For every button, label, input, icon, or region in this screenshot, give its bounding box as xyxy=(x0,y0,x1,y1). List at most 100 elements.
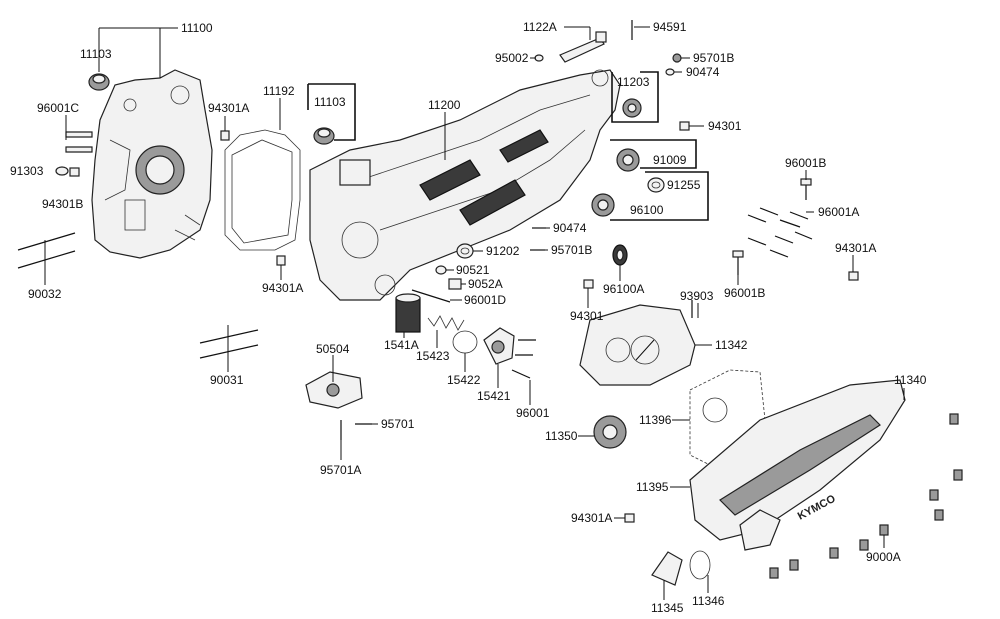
filter-cap-15421 xyxy=(483,327,515,365)
label-90474-top: 90474 xyxy=(686,65,720,79)
label-96001d: 96001D xyxy=(464,293,506,307)
label-91255: 91255 xyxy=(667,178,701,192)
bolt-96001b-lower xyxy=(732,250,744,275)
inner-cover-11342 xyxy=(579,304,696,386)
label-94301b: 94301B xyxy=(42,197,83,211)
label-11340: 11340 xyxy=(894,373,927,387)
washer-91303 xyxy=(55,166,69,176)
label-11396: 11396 xyxy=(639,413,672,427)
bushing-11103-right xyxy=(313,127,335,145)
left-crankcase-half xyxy=(91,69,213,259)
gasket-11192 xyxy=(224,129,301,251)
gasket-11396 xyxy=(689,369,766,471)
label-90032: 90032 xyxy=(28,287,62,301)
cover-bolts-9000a xyxy=(769,413,963,579)
bearing-11203 xyxy=(622,98,642,118)
seal-96100a xyxy=(612,244,628,266)
bracket-50504 xyxy=(305,371,363,409)
label-15423: 15423 xyxy=(416,349,450,363)
label-9000a: 9000A xyxy=(866,550,901,564)
label-94301a-gasket: 94301A xyxy=(262,281,303,295)
bolt-96001d xyxy=(411,289,451,303)
right-crankcase-11200 xyxy=(309,69,621,301)
label-15421: 15421 xyxy=(477,389,511,403)
label-11345: 11345 xyxy=(651,601,684,615)
pin-94301-top xyxy=(679,121,690,131)
clamp-11346 xyxy=(689,550,711,580)
bolt-95701b-top xyxy=(672,53,682,63)
label-91202: 91202 xyxy=(486,244,520,258)
seal-91255 xyxy=(647,177,665,193)
label-11350: 11350 xyxy=(545,429,578,443)
label-11203: 11203 xyxy=(617,75,650,89)
label-95701b-center: 95701B xyxy=(551,243,592,257)
label-91009: 91009 xyxy=(653,153,687,167)
label-94301a-left: 94301A xyxy=(208,101,249,115)
label-11103-right: 11103 xyxy=(314,95,346,109)
studs-90031 xyxy=(199,329,259,359)
label-1122a: 1122A xyxy=(523,20,557,34)
ring-95002 xyxy=(534,54,544,62)
label-11100: 11100 xyxy=(181,21,213,35)
seal-91202 xyxy=(456,243,474,259)
label-94591: 94591 xyxy=(653,20,687,34)
washer-90474-top xyxy=(665,68,675,76)
label-93903: 93903 xyxy=(680,289,714,303)
outer-cover-11340: KYMCO xyxy=(689,379,906,551)
label-96100: 96100 xyxy=(630,203,664,217)
label-96001c: 96001C xyxy=(37,101,79,115)
label-95002: 95002 xyxy=(495,51,529,65)
plug-9052a xyxy=(448,278,462,290)
bearing-91009 xyxy=(616,148,640,172)
label-11346: 11346 xyxy=(692,594,725,608)
label-96100a: 96100A xyxy=(603,282,644,296)
bolts-96001a xyxy=(747,207,813,258)
kick-lever-1122a xyxy=(559,31,607,63)
label-1541a: 1541A xyxy=(384,338,419,352)
label-94301a-right: 94301A xyxy=(835,241,876,255)
pin-94301a-right xyxy=(848,271,859,281)
label-11103-left: 11103 xyxy=(80,47,112,61)
ring-90521 xyxy=(435,265,447,275)
studs-90032 xyxy=(17,232,76,269)
label-11395: 11395 xyxy=(636,480,669,494)
pin-94301a-gasket xyxy=(276,255,286,266)
o-ring-15422 xyxy=(452,330,478,354)
spring-15423 xyxy=(427,315,465,331)
pin-94301a-bottom xyxy=(624,513,635,523)
label-90474-center: 90474 xyxy=(553,221,587,235)
oil-filter-1541a xyxy=(395,293,421,333)
label-96001: 96001 xyxy=(516,406,550,420)
pin-94301-center xyxy=(583,279,594,289)
label-15422: 15422 xyxy=(447,373,481,387)
intake-duct-11345 xyxy=(651,551,683,586)
pin-94301a-left xyxy=(220,130,230,141)
part-labels: 11100 11103 96001C 91303 94301B 90032 94… xyxy=(10,20,927,615)
bushing-11103-left xyxy=(88,73,110,91)
label-11200: 11200 xyxy=(428,98,461,112)
label-95701a: 95701A xyxy=(320,463,361,477)
label-94301-center: 94301 xyxy=(570,309,604,323)
label-11342: 11342 xyxy=(715,338,748,352)
label-11192: 11192 xyxy=(263,84,295,98)
pin-94301b xyxy=(69,167,80,177)
label-9052a: 9052A xyxy=(468,277,503,291)
label-94301a-bottom: 94301A xyxy=(571,511,612,525)
label-90031: 90031 xyxy=(210,373,244,387)
bolt-96001b-upper xyxy=(800,178,812,200)
bolts-96001 xyxy=(511,339,536,379)
label-95701b-top: 95701B xyxy=(693,51,734,65)
bearing-96100 xyxy=(591,193,615,217)
part-11350 xyxy=(593,415,627,449)
label-91303: 91303 xyxy=(10,164,44,178)
label-94301-top: 94301 xyxy=(708,119,742,133)
label-96001b-lower: 96001B xyxy=(724,286,765,300)
leader-lines xyxy=(44,26,905,600)
label-96001b-upper: 96001B xyxy=(785,156,826,170)
label-50504: 50504 xyxy=(316,342,350,356)
label-90521: 90521 xyxy=(456,263,490,277)
label-96001a: 96001A xyxy=(818,205,859,219)
dowel-pins-96001c xyxy=(65,131,93,153)
